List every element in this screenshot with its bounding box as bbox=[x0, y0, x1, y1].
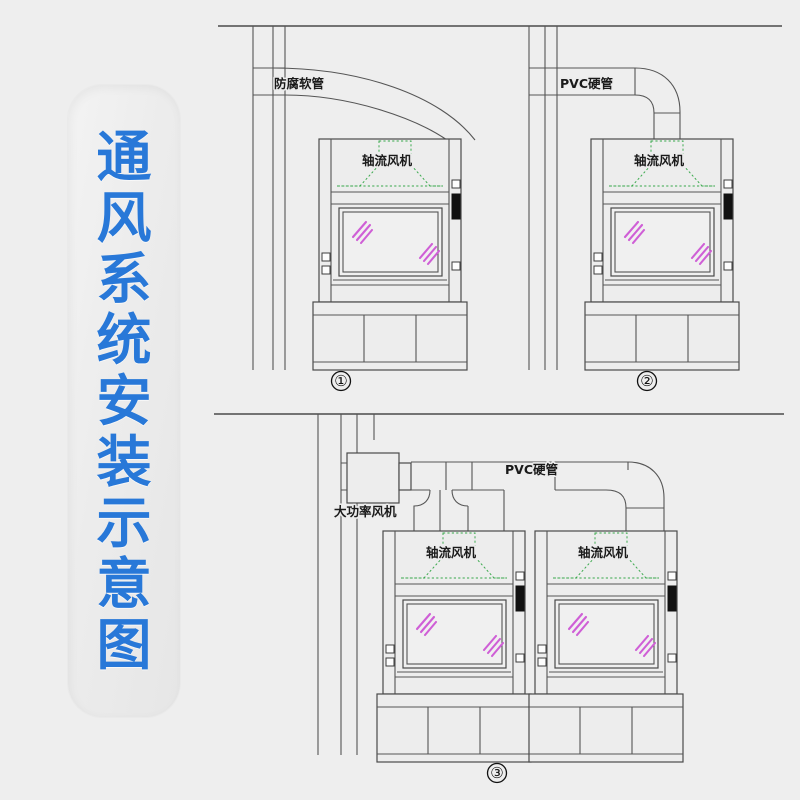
hood-left-knob-a-2[interactable] bbox=[593, 252, 603, 262]
title-char-1: 通 bbox=[96, 124, 152, 189]
hood-left-knob-b-2[interactable] bbox=[593, 265, 603, 275]
glass-glint-top-left-3a bbox=[415, 612, 438, 637]
left-branch-fillet-b-3 bbox=[451, 489, 469, 507]
hood-sash-glass-2 bbox=[610, 207, 715, 277]
glass-glint-top-left-1 bbox=[351, 220, 374, 245]
fan-label-3b: 轴流风机 bbox=[578, 545, 629, 560]
hood-right-knob-b-1[interactable] bbox=[451, 261, 461, 271]
title-char-4: 统 bbox=[96, 307, 152, 372]
title-char-7: 示 bbox=[96, 491, 152, 556]
glass-glint-top-left-2 bbox=[623, 220, 646, 245]
pvc-elbow-outer-2 bbox=[634, 67, 681, 139]
glass-glint-bottom-right-2 bbox=[690, 242, 713, 266]
hood-control-panel-2[interactable] bbox=[723, 193, 733, 220]
hood-sash-glass-1 bbox=[338, 207, 443, 277]
blower-inlet-stub-3 bbox=[341, 462, 347, 491]
hood-base-cabinet-3a bbox=[376, 693, 532, 763]
panel-number-circle-1 bbox=[330, 370, 352, 392]
title-char-2: 风 bbox=[96, 185, 152, 250]
fan-label-2: 轴流风机 bbox=[634, 153, 685, 168]
hood-left-knob-a-3a[interactable] bbox=[385, 644, 395, 654]
hood-sash-glass-inner-3b bbox=[558, 603, 655, 665]
blower-box-3 bbox=[346, 452, 400, 504]
pvc-elbow-inner-2 bbox=[634, 94, 655, 139]
hood-right-knob-a-1[interactable] bbox=[451, 179, 461, 189]
panel-3-group: 大功率风机 PVC硬管 bbox=[214, 413, 784, 784]
hood-base-cabinet-3b bbox=[528, 693, 684, 763]
glass-glint-bottom-right-3a bbox=[482, 634, 505, 658]
hood-base-cabinet-1 bbox=[312, 301, 468, 371]
title-panel-background bbox=[68, 85, 180, 717]
hood-control-panel-3b[interactable] bbox=[667, 585, 677, 612]
hood-left-knob-b-3a[interactable] bbox=[385, 657, 395, 667]
panel-number-circle-2 bbox=[636, 370, 658, 392]
hood-left-knob-b-3b[interactable] bbox=[537, 657, 547, 667]
hood-right-knob-b-3b[interactable] bbox=[667, 653, 677, 663]
duct-label-2: PVC硬管 bbox=[560, 76, 613, 91]
flex-hose-inner-curve-1 bbox=[284, 94, 448, 141]
mid-drop-lines-3 bbox=[467, 490, 505, 532]
hood-sash-glass-inner-3a bbox=[406, 603, 503, 665]
axial-fan-symbol-2 bbox=[609, 140, 715, 187]
hood-right-knob-a-3b[interactable] bbox=[667, 571, 677, 581]
panel-number-3: ③ bbox=[490, 764, 503, 782]
fan-label-3a: 轴流风机 bbox=[426, 545, 477, 560]
flex-hose-outer-curve-1 bbox=[272, 67, 476, 141]
left-branch-fillet-a-3 bbox=[413, 489, 431, 532]
hood-right-knob-b-2[interactable] bbox=[723, 261, 733, 271]
duct-label-3: PVC硬管 bbox=[505, 462, 558, 477]
title-char-6: 装 bbox=[96, 430, 152, 495]
title-char-3: 系 bbox=[96, 246, 152, 311]
panel-2-group: PVC硬管 轴流风机 bbox=[500, 25, 782, 392]
glass-glint-top-left-3b bbox=[567, 612, 590, 637]
trunk-duct-seam-a-3 bbox=[445, 462, 473, 490]
hood-sash-glass-inner-1 bbox=[342, 211, 439, 273]
hood-right-knob-a-2[interactable] bbox=[723, 179, 733, 189]
fan-label-1: 轴流风机 bbox=[362, 153, 413, 168]
axial-fan-symbol-3b bbox=[553, 532, 659, 579]
title-char-8: 意 bbox=[96, 552, 152, 617]
axial-fan-symbol-3a bbox=[401, 532, 507, 579]
hood-right-knob-a-3a[interactable] bbox=[515, 571, 525, 581]
glass-glint-bottom-right-1 bbox=[418, 242, 441, 266]
axial-fan-symbol-1 bbox=[337, 140, 443, 187]
title-char-9: 图 bbox=[96, 613, 152, 678]
hood-sash-glass-3a bbox=[402, 599, 507, 669]
panel-number-1: ① bbox=[334, 372, 347, 390]
blower-outlet-stub-3 bbox=[398, 462, 412, 491]
hood-left-knob-b-1[interactable] bbox=[321, 265, 331, 275]
right-elbow-inner-3 bbox=[605, 489, 627, 532]
hood-right-knob-b-3a[interactable] bbox=[515, 653, 525, 663]
hood-left-knob-a-1[interactable] bbox=[321, 252, 331, 262]
panel-number-circle-3 bbox=[486, 762, 508, 784]
blower-label-3: 大功率风机 bbox=[334, 504, 397, 519]
hood-left-knob-a-3b[interactable] bbox=[537, 644, 547, 654]
panel-1-group: 防腐软管 轴流风机 bbox=[218, 25, 500, 392]
hood-control-panel-3a[interactable] bbox=[515, 585, 525, 612]
hood-base-cabinet-2 bbox=[584, 301, 740, 371]
hood-sash-glass-3b bbox=[554, 599, 659, 669]
hood-control-panel-1[interactable] bbox=[451, 193, 461, 220]
page-title-vertical: 通 风 系 统 安 装 示 意 图 bbox=[68, 85, 180, 717]
glass-glint-bottom-right-3b bbox=[634, 634, 657, 658]
hood-sash-glass-inner-2 bbox=[614, 211, 711, 273]
right-elbow-outer-3 bbox=[627, 461, 665, 532]
title-char-5: 安 bbox=[96, 368, 152, 433]
panel-number-2: ② bbox=[640, 372, 653, 390]
duct-label-1: 防腐软管 bbox=[274, 76, 324, 91]
